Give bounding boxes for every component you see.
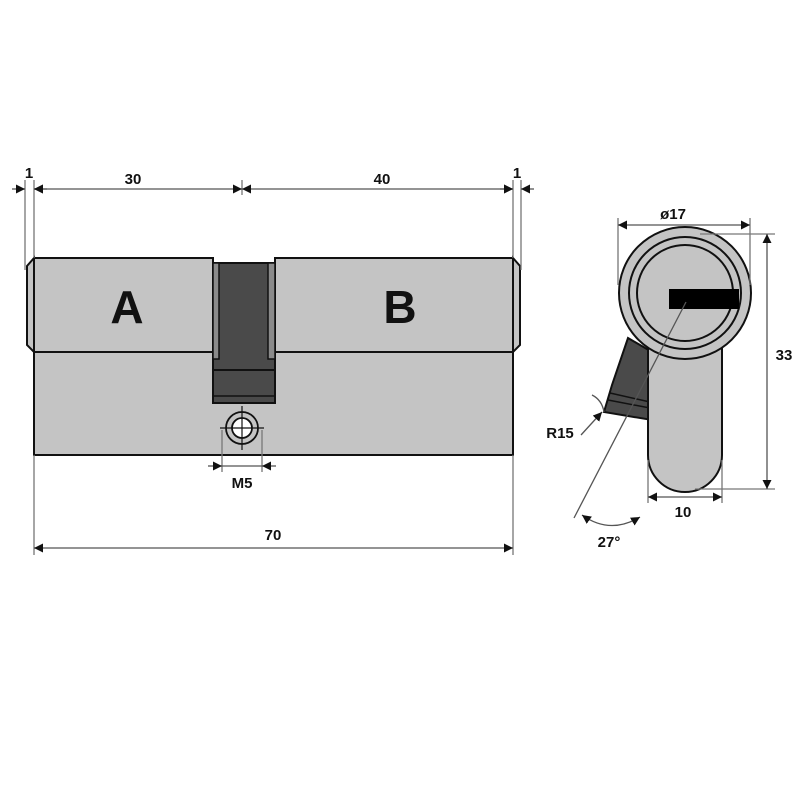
front-view: ø17 33 10 R15 27° xyxy=(546,206,792,551)
dim-height: 33 xyxy=(776,347,793,364)
label-a: A xyxy=(110,281,143,333)
slot-wall-right xyxy=(267,262,276,360)
cylinder-a xyxy=(33,257,214,353)
profile-body xyxy=(647,339,723,493)
left-chamfer xyxy=(26,255,35,355)
dim-width: 10 xyxy=(675,504,692,521)
slot-wall-left xyxy=(212,262,220,360)
label-b: B xyxy=(383,281,416,333)
dim-left-tip: 1 xyxy=(25,165,33,182)
cylinder-b xyxy=(274,257,514,353)
cam-slot xyxy=(212,262,276,404)
side-view: A B 1 30 40 1 M5 xyxy=(12,165,534,555)
dim-diameter: ø17 xyxy=(660,206,686,223)
dim-angle: 27° xyxy=(598,534,621,551)
dim-b: 40 xyxy=(374,171,391,188)
dim-radius: R15 xyxy=(546,425,574,442)
screw-hole xyxy=(220,406,264,450)
dim-a: 30 xyxy=(125,171,142,188)
right-chamfer xyxy=(512,255,521,355)
dim-screw: M5 xyxy=(232,475,253,492)
dim-total: 70 xyxy=(265,527,282,544)
keyway xyxy=(669,289,739,309)
dim-right-tip: 1 xyxy=(513,165,521,182)
